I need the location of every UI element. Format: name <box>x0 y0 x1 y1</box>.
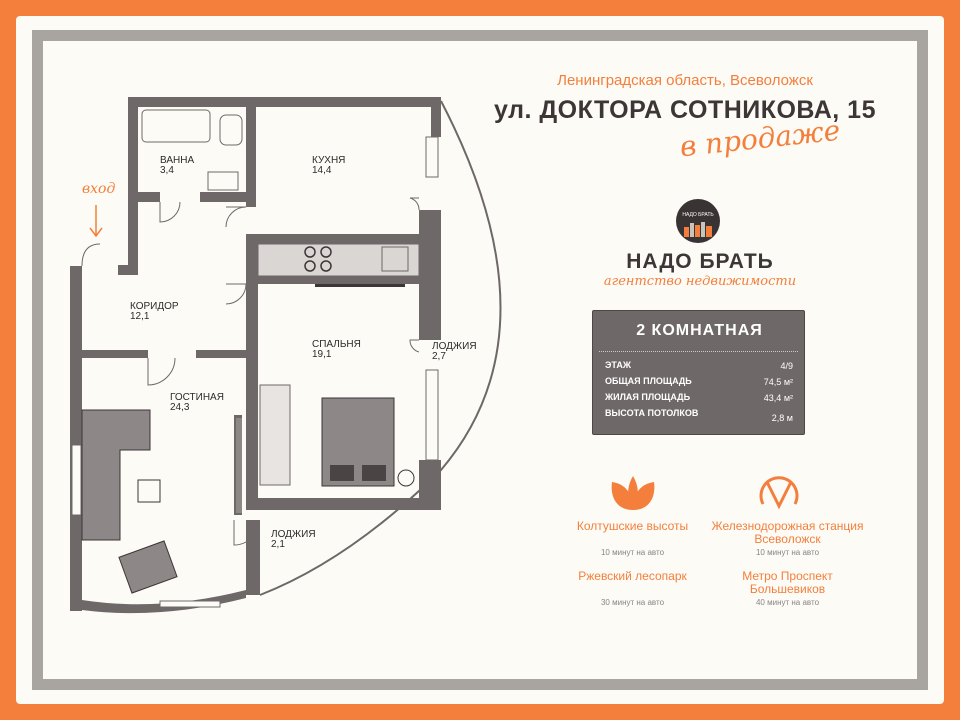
wall-bottom-bedroom <box>246 498 441 510</box>
street-address: ул. ДОКТОРА СОТНИКОВА, 15 <box>494 96 876 124</box>
wardrobe <box>259 384 291 486</box>
door-kitchen <box>225 206 247 228</box>
poi-subtitle: 30 минут на авто <box>600 598 665 607</box>
apartment-info-box: 2 КОМНАТНАЯ ЭТАЖ 4/9 ОБЩАЯ ПЛОЩАДЬ 74,5 … <box>592 310 805 435</box>
poi-title: Железнодорожная станция Всеволожск <box>711 519 864 546</box>
room-area: 2,1 <box>271 539 285 550</box>
brand-subtitle: агентство недвижимости <box>603 274 797 289</box>
wall-bath-kitchen <box>246 107 256 207</box>
wall-top <box>128 97 441 107</box>
room-name: СПАЛЬНЯ <box>312 339 361 350</box>
room-area: 2,7 <box>432 351 446 362</box>
brand-logo: НАДО БРАТЬ <box>676 199 720 243</box>
room-name: КУХНЯ <box>312 155 346 166</box>
wall-right-1 <box>431 97 441 137</box>
room-name: КОРИДОР <box>130 301 179 312</box>
wall-right-2 <box>419 210 441 340</box>
room-area: 3,4 <box>160 165 174 176</box>
wall-left <box>70 266 82 611</box>
room-name: ЛОДЖИЯ <box>271 529 316 540</box>
door-bedroom <box>225 283 247 305</box>
nightstand <box>397 469 415 487</box>
info-value: 4/9 <box>780 361 793 371</box>
metro-icon <box>759 476 799 510</box>
door-kitchen-loggia <box>409 197 420 211</box>
poi-subtitle: 10 минут на авто <box>600 548 665 557</box>
room-bedroom: СПАЛЬНЯ 19,1 <box>312 340 361 360</box>
room-area: 19,1 <box>312 349 332 360</box>
sink <box>207 171 239 191</box>
pillow-1 <box>330 465 354 481</box>
poi-title: Колтушские высоты <box>576 519 689 533</box>
poi-subtitle: 40 минут на авто <box>755 598 820 607</box>
tv-unit <box>236 418 242 513</box>
info-value: 74,5 м² <box>763 377 793 387</box>
poi-subtitle: 10 минут на авто <box>755 548 820 557</box>
wall-right-3 <box>419 460 441 510</box>
kitchen-bar <box>315 284 405 287</box>
leaves-icon <box>611 476 655 510</box>
logo-skyline-icon <box>684 222 712 237</box>
wall-loggia-divider <box>246 520 260 595</box>
wall-living-top-2 <box>196 350 246 358</box>
info-label: ВЫСОТА ПОТОЛКОВ <box>605 408 699 418</box>
logo-text: НАДО БРАТЬ <box>682 212 714 218</box>
poi-title: Ржевский лесопарк <box>578 569 687 583</box>
window-kitchen <box>425 136 439 178</box>
room-name: ЛОДЖИЯ <box>432 341 477 352</box>
wall-kitchen-bottom-2 <box>246 276 419 284</box>
window-living <box>71 444 82 516</box>
location-text: Ленинградская область, Всеволожск <box>557 72 813 89</box>
window-bedroom <box>425 369 439 461</box>
wall-kitchen-bottom <box>246 234 419 244</box>
wall-bath-bottom-1 <box>138 192 160 202</box>
wall-bottom-curve <box>82 590 246 614</box>
info-divider <box>599 351 798 352</box>
entrance-label: вход <box>82 181 116 197</box>
poster-border <box>32 30 928 690</box>
door-loggia-1 <box>409 339 420 353</box>
window-living-bottom <box>159 600 221 608</box>
wall-living-top-1 <box>82 350 148 358</box>
room-area: 24,3 <box>170 402 190 413</box>
poi-title: Метро Проспект Большевиков <box>742 569 833 596</box>
loggia-glazing <box>259 100 502 596</box>
coffee-table <box>137 479 161 503</box>
wall-bath-left <box>128 97 138 274</box>
room-living: ГОСТИНАЯ 24,3 <box>170 393 224 413</box>
entrance-arrow-icon <box>89 205 103 238</box>
room-loggia-1: ЛОДЖИЯ 2,7 <box>432 342 477 362</box>
sofa <box>81 409 151 541</box>
door-living <box>147 357 176 386</box>
armchair <box>118 540 178 594</box>
info-label: ЖИЛАЯ ПЛОЩАДЬ <box>605 392 691 402</box>
info-title: 2 КОМНАТНАЯ <box>636 322 763 339</box>
room-name: ГОСТИНАЯ <box>170 392 224 403</box>
door-entrance <box>81 243 101 267</box>
room-area: 12,1 <box>130 311 150 322</box>
room-corridor: КОРИДОР 12,1 <box>130 302 179 322</box>
info-value: 43,4 м² <box>763 393 793 403</box>
door-bath <box>159 201 181 223</box>
info-value: 2,8 м <box>771 413 793 423</box>
brand-name: НАДО БРАТЬ <box>626 250 774 273</box>
pillow-2 <box>362 465 386 481</box>
toilet <box>219 114 243 146</box>
room-kitchen: КУХНЯ 14,4 <box>312 156 345 176</box>
info-label: ОБЩАЯ ПЛОЩАДЬ <box>605 376 692 386</box>
bathtub <box>141 109 211 143</box>
door-loggia-2 <box>233 519 260 546</box>
room-name: ВАННА <box>160 155 195 166</box>
room-loggia-2: ЛОДЖИЯ 2,1 <box>271 530 316 550</box>
room-bath: ВАННА 3,4 <box>160 156 194 176</box>
wall-entry-notch <box>118 265 138 275</box>
kitchen-sink <box>381 246 409 272</box>
wall-bedroom-left <box>246 234 258 510</box>
room-area: 14,4 <box>312 165 332 176</box>
wall-bath-bottom-2 <box>200 192 246 202</box>
info-label: ЭТАЖ <box>605 360 631 370</box>
